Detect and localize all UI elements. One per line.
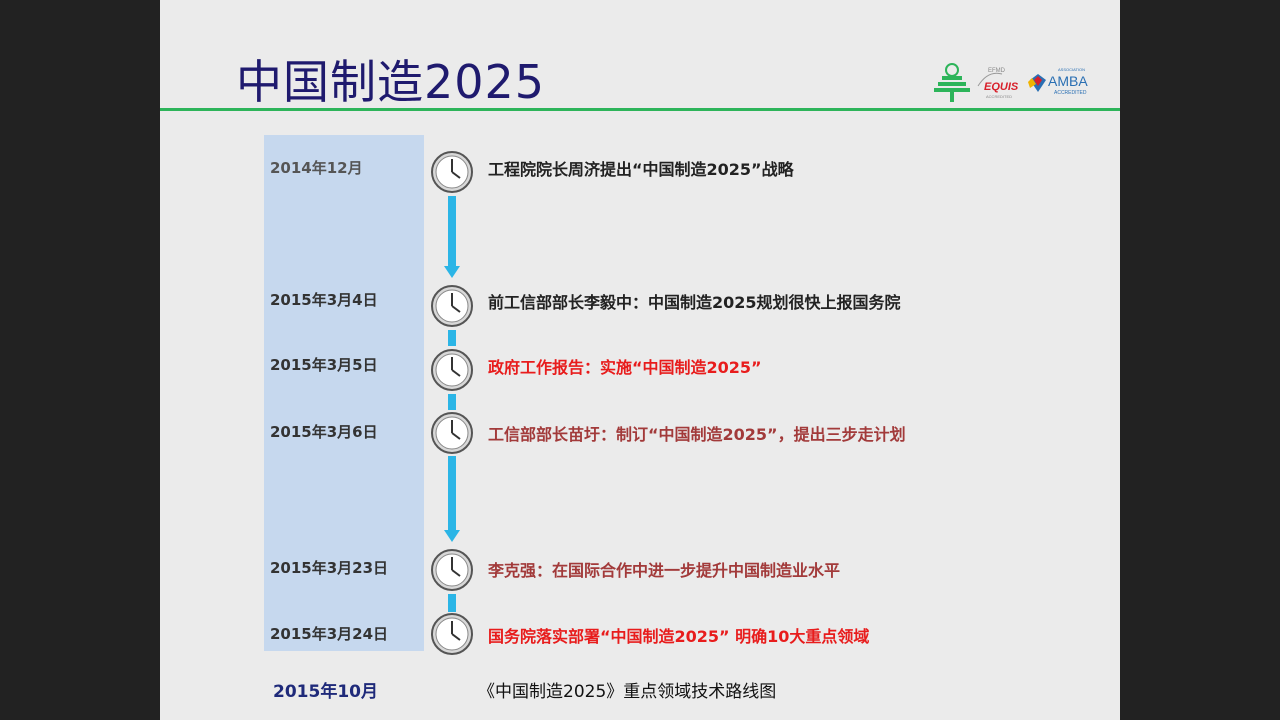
timeline-connector — [448, 456, 456, 530]
footer-text: 《中国制造2025》重点领域技术路线图 — [478, 682, 777, 702]
clock-icon — [431, 349, 473, 391]
timeline-event: 工信部部长苗圩：制订“中国制造2025”，提出三步走计划 — [488, 425, 906, 444]
timeline-date: 2015年3月6日 — [270, 423, 378, 441]
timeline-event: 前工信部部长李毅中：中国制造2025规划很快上报国务院 — [488, 293, 901, 312]
timeline-date: 2014年12月 — [270, 159, 363, 177]
equis-text: EQUIS — [984, 81, 1019, 93]
efmd-text: EFMD — [988, 68, 1006, 74]
amba-top-text: ASSOCIATION — [1058, 67, 1085, 72]
logos-svg: EFMD EQUIS ACCREDITED ASSOCIATION AMBA A… — [934, 63, 1088, 102]
amba-logo-icon: ASSOCIATION AMBA ACCREDITED — [1028, 67, 1088, 96]
clock-icon — [431, 412, 473, 454]
timeline-arrow-icon — [444, 266, 460, 278]
timeline-connector — [448, 330, 456, 346]
timeline-date: 2015年3月4日 — [270, 291, 378, 309]
clock-icon — [431, 285, 473, 327]
slide-title: 中国制造2025 — [236, 55, 546, 109]
timeline-event: 工程院院长周济提出“中国制造2025”战略 — [488, 160, 794, 179]
right-letterbox — [1120, 0, 1280, 720]
timeline-connector — [448, 196, 456, 266]
timeline-event: 国务院落实部署“中国制造2025” 明确10大重点领域 — [488, 627, 870, 646]
school-logo-icon — [934, 63, 970, 102]
left-letterbox — [0, 0, 160, 720]
timeline-arrow-icon — [444, 530, 460, 542]
timeline-date: 2015年3月23日 — [270, 559, 389, 577]
timeline-event: 政府工作报告：实施“中国制造2025” — [488, 358, 762, 377]
amba-text: AMBA — [1048, 73, 1088, 89]
clock-icon — [431, 151, 473, 193]
equis-sub-text: ACCREDITED — [986, 94, 1012, 99]
timeline-date: 2015年3月5日 — [270, 356, 378, 374]
accreditation-logos: EFMD EQUIS ACCREDITED ASSOCIATION AMBA A… — [922, 58, 1102, 106]
equis-logo-icon: EFMD EQUIS ACCREDITED — [977, 68, 1019, 99]
timeline-event: 李克强：在国际合作中进一步提升中国制造业水平 — [488, 561, 841, 580]
amba-sub-text: ACCREDITED — [1054, 90, 1087, 96]
date-column — [264, 135, 424, 651]
slide: 中国制造2025 EFMD EQUIS ACCREDITED ASSOCIATI… — [160, 0, 1120, 720]
clock-icon — [431, 549, 473, 591]
timeline-connector — [448, 394, 456, 410]
footer-date: 2015年10月 — [273, 682, 378, 702]
title-divider — [160, 108, 1120, 111]
timeline-date: 2015年3月24日 — [270, 625, 389, 643]
timeline-connector — [448, 594, 456, 612]
clock-icon — [431, 613, 473, 655]
